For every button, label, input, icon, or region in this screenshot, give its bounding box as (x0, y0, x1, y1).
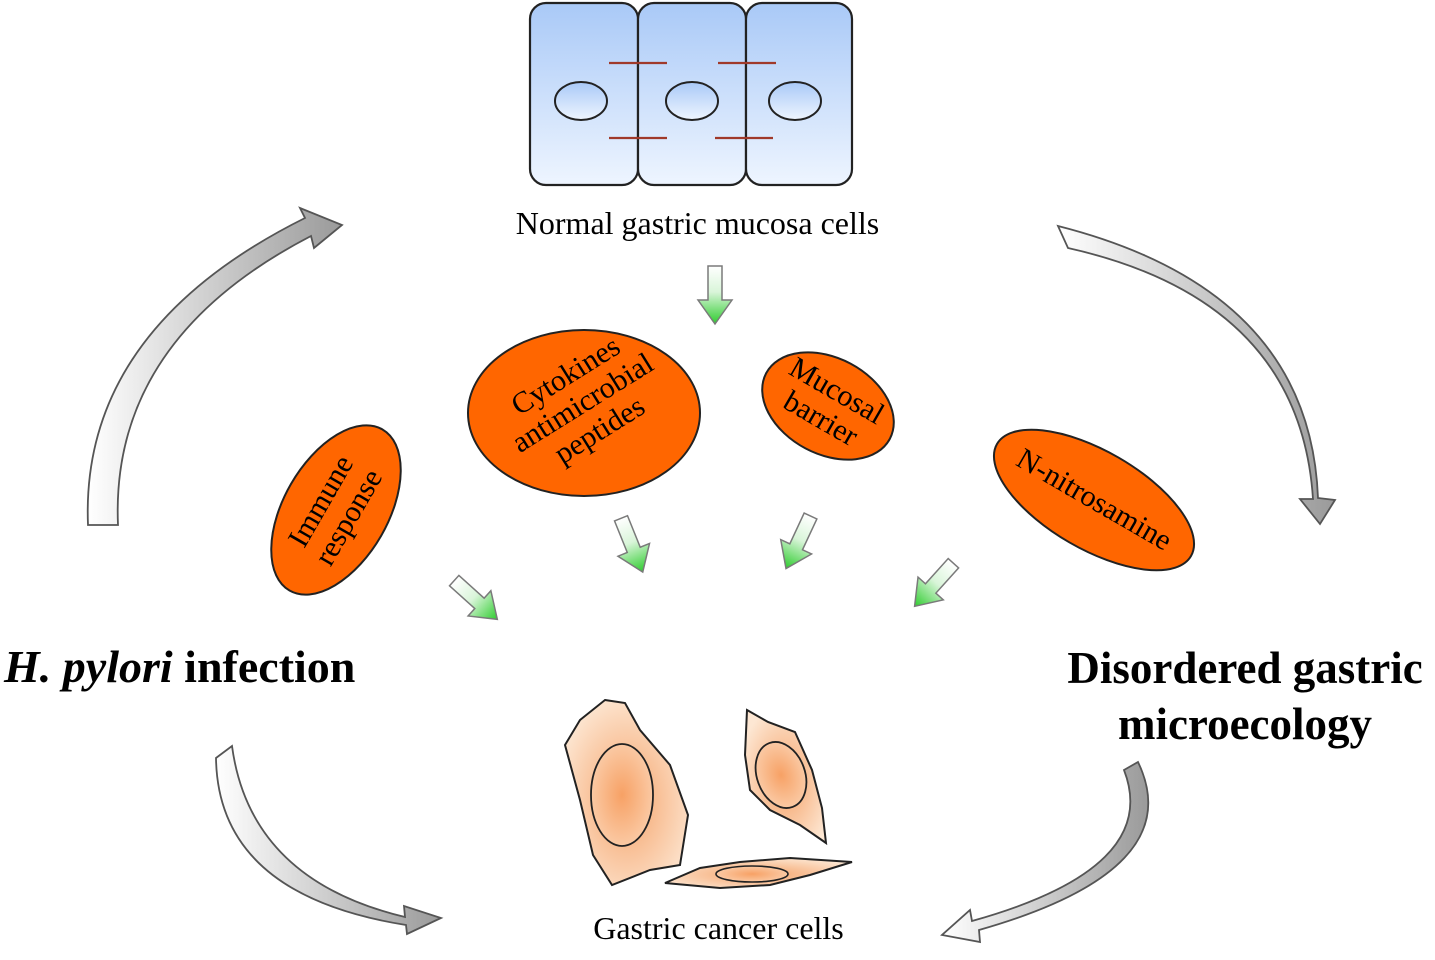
disordered-microecology-label: Disordered gastric microecology (1067, 643, 1423, 749)
hpylori-species: H. pylori (4, 641, 173, 692)
cancer-cells-label: Gastric cancer cells (593, 910, 844, 946)
ellipse-immune-response (270, 424, 402, 596)
cancer-nucleus (715, 865, 789, 883)
hpylori-infection-word: infection (172, 641, 356, 692)
ellipse-nitrosamine (992, 428, 1196, 572)
curved-arrow-hpylori-to-normal (86, 206, 344, 526)
hpylori-infection-label: H. pylori infection (4, 640, 355, 693)
ellipse-mucosal-barrier (761, 351, 895, 461)
arrow-immune-to-cancer (442, 567, 510, 633)
normal-mucosa-cells (528, 1, 854, 187)
arrow-nitrosamine-to-cancer (901, 551, 967, 619)
curved-arrow-hpylori-to-cancer (215, 744, 444, 936)
factor-ellipses (270, 329, 1196, 596)
cancer-nucleus (754, 741, 808, 809)
arrow-mucosal-to-cancer (769, 508, 827, 577)
mucosa-nucleus-1 (554, 81, 608, 121)
gastric-cancer-cells (563, 698, 853, 890)
mucosa-nucleus-3 (768, 81, 822, 121)
mucosa-nucleus-2 (665, 81, 719, 121)
arrow-cytokines-to-cancer (604, 511, 660, 580)
normal-cells-label: Normal gastric mucosa cells (515, 205, 880, 241)
arrow-normal-to-factors (697, 265, 733, 325)
curved-arrow-normal-to-disordered (1056, 224, 1337, 526)
grey-curved-arrows (86, 206, 1337, 944)
ellipse-cytokines (467, 329, 701, 497)
curved-arrow-disordered-to-cancer (940, 760, 1150, 944)
cancer-nucleus (590, 743, 654, 847)
